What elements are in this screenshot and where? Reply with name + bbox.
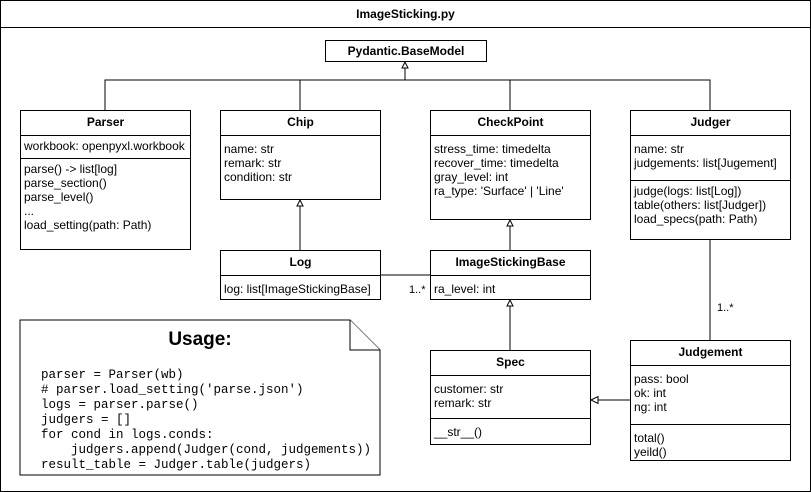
judgement-method: yeild() [634, 445, 667, 459]
multiplicity-judger-judgement: 1..* [717, 302, 734, 314]
judgement-methods: total() yeild() [631, 424, 790, 462]
parser-method: load_setting(path: Path) [24, 218, 152, 232]
imagestickingbase-class: ImageStickingBase ra_level: int [430, 250, 591, 300]
judger-attribute: judgements: list[Jugement] [634, 156, 777, 170]
checkpoint-class: CheckPoint stress_time: timedelta recove… [430, 110, 591, 220]
diagram-title: ImageSticking.py [1, 1, 810, 28]
parser-class-name: Parser [21, 111, 190, 136]
note-shape [19, 319, 381, 476]
judgement-attribute: pass: bool [634, 372, 689, 386]
spec-class-name: Spec [431, 351, 590, 376]
multiplicity-log-base: 1..* [409, 284, 426, 296]
parser-class: Parser workbook: openpyxl.workbook parse… [20, 110, 191, 250]
imagestickingbase-attributes: ra_level: int [431, 276, 590, 299]
inherit-arrowhead-checkpoint [506, 218, 514, 227]
judger-method: table(others: list[Judger]) [634, 198, 767, 212]
inherit-edge-bus [104, 79, 711, 110]
spec-attribute: customer: str [434, 382, 504, 396]
checkpoint-attribute: gray_level: int [434, 170, 509, 184]
chip-attribute: remark: str [224, 156, 282, 170]
inherit-arrowhead-imagestickingbase [506, 298, 514, 307]
parser-methods: parse() -> list[log] parse_section() par… [21, 158, 190, 235]
judger-class-name: Judger [631, 111, 790, 136]
log-class-name: Log [221, 251, 380, 276]
spec-method: __str__() [434, 425, 483, 439]
chip-class: Chip name: str remark: str condition: st… [220, 110, 381, 200]
base-model-class: Pydantic.BaseModel [325, 40, 487, 62]
judgement-class-name: Judgement [631, 341, 790, 366]
judgement-attribute: ng: int [634, 400, 667, 414]
checkpoint-attribute: stress_time: timedelta [434, 142, 551, 156]
assoc-arrowhead-spec [589, 395, 599, 405]
judger-attributes: name: str judgements: list[Jugement] [631, 136, 790, 180]
judger-method: load_specs(path: Path) [634, 212, 758, 226]
parser-attribute: workbook: openpyxl.workbook [24, 139, 185, 153]
judgement-attributes: pass: bool ok: int ng: int [631, 366, 790, 424]
chip-attributes: name: str remark: str condition: str [221, 136, 380, 187]
chip-class-name: Chip [221, 111, 380, 136]
log-class: Log log: list[ImageStickingBase] [220, 250, 381, 300]
inherit-arrowhead-chip [296, 198, 304, 207]
log-attribute: log: list[ImageStickingBase] [224, 282, 371, 296]
log-attributes: log: list[ImageStickingBase] [221, 276, 380, 299]
spec-attribute: remark: str [434, 396, 492, 410]
checkpoint-attributes: stress_time: timedelta recover_time: tim… [431, 136, 590, 201]
parser-method: ... [24, 204, 35, 218]
judgement-method: total() [634, 431, 665, 445]
usage-note-code: parser = Parser(wb) # parser.load_settin… [41, 368, 372, 472]
judgement-class: Judgement pass: bool ok: int ng: int tot… [630, 340, 791, 461]
checkpoint-attribute: ra_type: 'Surface' | 'Line' [434, 184, 564, 198]
note-fold [349, 320, 380, 351]
imagestickingbase-attribute: ra_level: int [434, 282, 496, 296]
inherit-arrowhead-base [401, 60, 409, 69]
parser-method: parse_level() [24, 190, 94, 204]
judger-class: Judger name: str judgements: list[Jugeme… [630, 110, 791, 240]
judgement-attribute: ok: int [634, 386, 667, 400]
checkpoint-class-name: CheckPoint [431, 111, 590, 136]
usage-note-title: Usage: [168, 329, 232, 350]
spec-class: Spec customer: str remark: str __str__() [430, 350, 591, 445]
parser-attributes: workbook: openpyxl.workbook [21, 136, 190, 158]
checkpoint-attribute: recover_time: timedelta [434, 156, 559, 170]
spec-attributes: customer: str remark: str [431, 376, 590, 418]
chip-attribute: condition: str [224, 170, 293, 184]
imagestickingbase-class-name: ImageStickingBase [431, 251, 590, 276]
parser-method: parse_section() [24, 176, 107, 190]
judger-attribute: name: str [634, 142, 685, 156]
judger-methods: judge(logs: list[Log]) table(others: lis… [631, 180, 790, 229]
chip-attribute: name: str [224, 142, 275, 156]
judger-method: judge(logs: list[Log]) [634, 184, 742, 198]
parser-method: parse() -> list[log] [24, 162, 118, 176]
spec-methods: __str__() [431, 418, 590, 442]
